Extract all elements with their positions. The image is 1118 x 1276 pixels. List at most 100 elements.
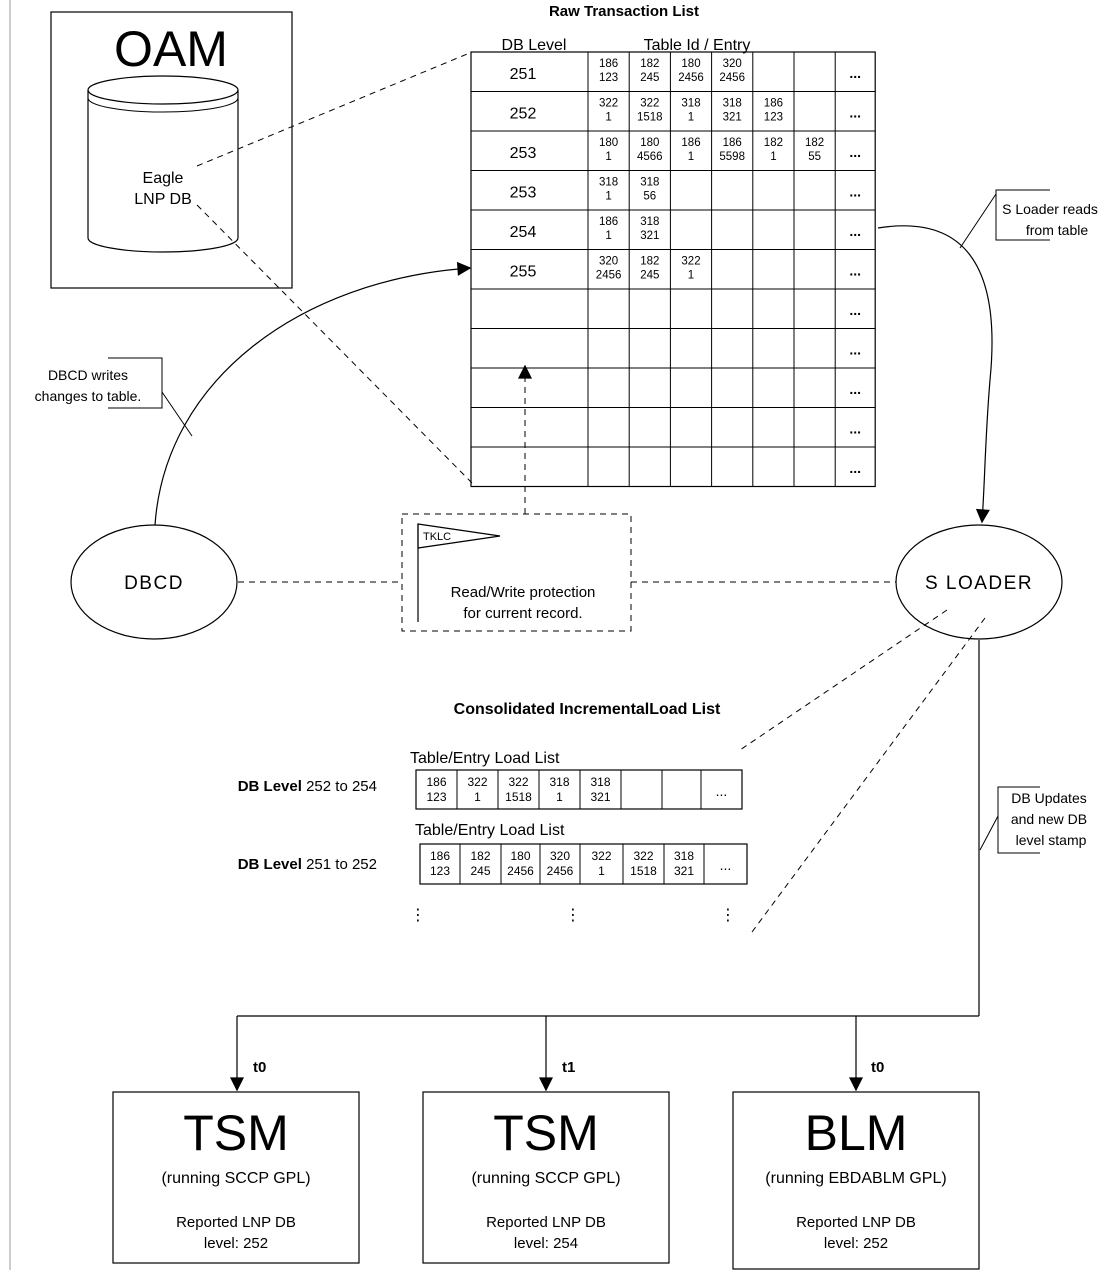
distribution-lines — [230, 640, 980, 1092]
card-title: BLM — [805, 1105, 908, 1161]
load-cell-entry: 321 — [590, 790, 610, 804]
raw-cell-table-id: 318 — [640, 177, 659, 189]
raw-table-row: 25118612318224518024563202456... — [510, 58, 861, 84]
raw-row-ellipsis: ... — [849, 421, 861, 437]
raw-table-row: ... — [849, 342, 861, 358]
raw-cell-entry: 1 — [770, 151, 776, 163]
load-list-1: 186123322132215183181318321... — [415, 769, 743, 810]
raw-cell-table-id: 186 — [723, 137, 742, 149]
load-list-ellipsis: ... — [716, 783, 728, 799]
load-cell-table-id: 180 — [510, 849, 530, 863]
load-cell-entry: 123 — [426, 790, 446, 804]
raw-cell-table-id: 322 — [640, 98, 659, 110]
raw-cell-entry: 245 — [640, 270, 659, 282]
svg-text:S Loader reads: S Loader reads — [1002, 201, 1098, 217]
dbcd-write-arrow — [154, 261, 472, 526]
raw-row-ellipsis: ... — [849, 263, 861, 279]
raw-cell-entry: 245 — [640, 72, 659, 84]
raw-cell-entry: 56 — [643, 191, 656, 203]
raw-row-ellipsis: ... — [849, 105, 861, 121]
raw-cell-table-id: 320 — [599, 256, 618, 268]
raw-table-row: ... — [849, 421, 861, 437]
consolidated-title: Consolidated IncrementalLoad List — [454, 701, 721, 718]
raw-list-col-level: DB Level — [502, 37, 567, 54]
db-label-lnp: LNP DB — [134, 191, 192, 208]
load-cell-table-id: 320 — [550, 849, 570, 863]
raw-cell-entry: 1 — [688, 112, 694, 124]
sloader-label: S LOADER — [925, 573, 1033, 594]
raw-cell-entry: 1 — [605, 112, 611, 124]
raw-table-row: 253318131856... — [510, 177, 861, 203]
raw-cell-entry: 55 — [808, 151, 821, 163]
raw-table-row: ... — [849, 460, 861, 476]
raw-row-ellipsis: ... — [849, 302, 861, 318]
load-cell-table-id: 186 — [426, 775, 446, 789]
raw-cell-entry: 4566 — [637, 151, 663, 163]
raw-row-level: 253 — [510, 185, 537, 202]
raw-row-ellipsis: ... — [849, 381, 861, 397]
load-cell-table-id: 322 — [591, 849, 611, 863]
load-cell-entry: 245 — [470, 864, 490, 878]
zoom-line-bottom — [196, 204, 473, 484]
load-list-level-2: DB Level 251 to 252 — [238, 856, 377, 873]
vdots-3: ⋮ — [720, 907, 736, 924]
raw-cell-table-id: 318 — [599, 177, 618, 189]
load-cell-entry: 1 — [556, 790, 563, 804]
vdots-2: ⋮ — [565, 907, 581, 924]
raw-table-row: 2531801180456618611865598182118255... — [510, 137, 861, 163]
raw-list-col-entries: Table Id / Entry — [644, 37, 751, 54]
load-cell-entry: 1 — [598, 864, 605, 878]
time-label-1: t0 — [253, 1059, 266, 1076]
dbcd-label: DBCD — [124, 573, 184, 594]
note-db-updates: DB Updates and new DB level stamp — [979, 786, 1087, 854]
raw-cell-table-id: 186 — [764, 98, 783, 110]
note-sloader-reads: S Loader reads from table — [959, 189, 1098, 249]
raw-cell-table-id: 182 — [805, 137, 824, 149]
db-label-eagle: Eagle — [143, 170, 184, 187]
card-title: TSM — [493, 1105, 599, 1161]
oam-title: OAM — [114, 21, 228, 77]
card-subtitle: (running EBDABLM GPL) — [765, 1170, 946, 1187]
raw-row-ellipsis: ... — [849, 65, 861, 81]
raw-cell-table-id: 186 — [599, 216, 618, 228]
raw-row-level: 251 — [510, 66, 537, 83]
load-cell-table-id: 182 — [470, 849, 490, 863]
raw-cell-entry: 321 — [723, 112, 742, 124]
raw-cell-table-id: 320 — [723, 58, 742, 70]
raw-table-row: 252322132215183181318321186123... — [510, 98, 861, 124]
flag-label: TKLC — [423, 531, 451, 543]
card-subtitle: (running SCCP GPL) — [161, 1170, 310, 1187]
load-cell-table-id: 322 — [508, 775, 528, 789]
svg-text:level stamp: level stamp — [1016, 832, 1087, 848]
card-reported-label: Reported LNP DB — [176, 1214, 296, 1231]
raw-cell-entry: 321 — [640, 230, 659, 242]
time-label-2: t1 — [562, 1059, 575, 1076]
svg-text:from table: from table — [1026, 222, 1088, 238]
load-cell-entry: 1 — [474, 790, 481, 804]
load-cell-table-id: 318 — [549, 775, 569, 789]
raw-cell-table-id: 318 — [681, 98, 700, 110]
raw-cell-table-id: 182 — [640, 256, 659, 268]
raw-row-level: 253 — [510, 145, 537, 162]
raw-cell-entry: 1 — [605, 191, 611, 203]
load-list-2: 1861231822451802456320245632213221518318… — [419, 843, 748, 885]
raw-table-row: ... — [849, 381, 861, 397]
raw-cell-entry: 1 — [688, 151, 694, 163]
load-cell-table-id: 322 — [633, 849, 653, 863]
load-cell-entry: 1518 — [505, 790, 532, 804]
card-reported-level: level: 254 — [514, 1235, 578, 1252]
note-dbcd-writes: DBCD writes changes to table. — [35, 357, 193, 437]
load-list-frame — [419, 843, 748, 885]
load-cell-table-id: 318 — [674, 849, 694, 863]
sloader-list-link-2 — [751, 617, 986, 933]
raw-row-ellipsis: ... — [849, 223, 861, 239]
card-reported-label: Reported LNP DB — [486, 1214, 606, 1231]
dbcd-node: DBCD — [70, 524, 238, 640]
raw-cell-entry: 123 — [599, 72, 618, 84]
database-icon — [87, 75, 239, 253]
raw-table-row: 25532024561822453221... — [510, 256, 861, 282]
load-list-header-1: Table/Entry Load List — [410, 750, 560, 767]
sloader-node: S LOADER — [895, 524, 1063, 640]
load-cell-table-id: 322 — [467, 775, 487, 789]
raw-row-level: 255 — [510, 264, 537, 281]
